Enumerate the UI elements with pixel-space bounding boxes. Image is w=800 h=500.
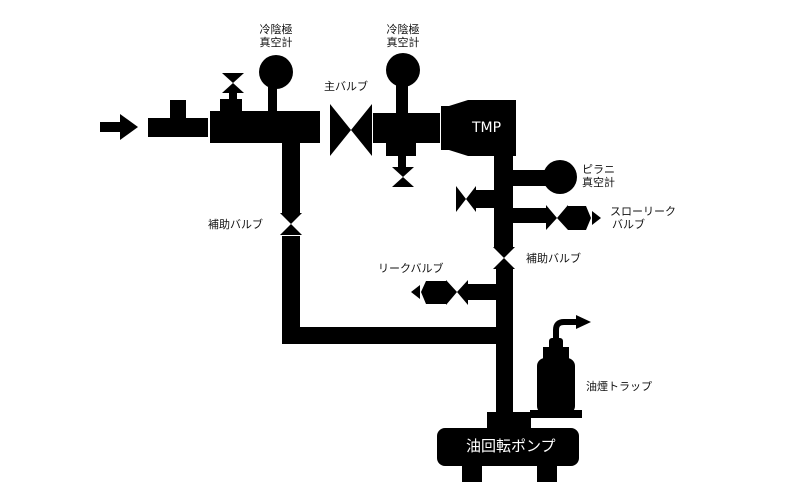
tmp-label: TMP xyxy=(472,120,502,136)
cold-cathode-gauge-2-icon xyxy=(386,53,420,87)
cold-cathode-gauge-2-label: 冷陰極 真空計 xyxy=(386,23,420,49)
oil-mist-trap-label: 油煙トラップ xyxy=(586,380,652,393)
pirani-gauge-label: ピラニ 真空計 xyxy=(582,163,615,189)
leak-valve-icon xyxy=(411,280,497,305)
aux-valve-right-label: 補助バルブ xyxy=(526,252,581,265)
main-valve-icon xyxy=(330,104,372,156)
cold-cathode-gauge-1-label: 冷陰極 真空計 xyxy=(259,23,293,49)
aux-valve-right-icon xyxy=(493,247,515,269)
pipe-block-mid xyxy=(373,85,440,167)
valve-left-tmp-pipe xyxy=(456,186,476,212)
vacuum-chamber-block xyxy=(210,85,320,143)
slow-leak-valve-icon xyxy=(546,205,601,230)
roughing-line xyxy=(282,141,502,344)
oil-mist-trap-icon xyxy=(537,315,591,414)
tmp-body xyxy=(441,100,516,156)
inlet-arrow xyxy=(100,114,138,140)
valve-below-gauge-2 xyxy=(392,167,414,187)
rotary-pump-body xyxy=(437,410,582,482)
cold-cathode-gauge-1-icon xyxy=(259,55,293,89)
slow-leak-valve-label: スローリーク バルブ xyxy=(610,205,676,231)
tmp-exhaust-pipe xyxy=(475,155,546,247)
pirani-gauge-icon xyxy=(543,160,577,194)
vent-valve-top xyxy=(222,73,244,101)
aux-valve-left-icon xyxy=(280,213,302,235)
rotary-pump-label: 油回転ポンプ xyxy=(466,437,556,455)
leak-valve-label: リークバルブ xyxy=(378,262,444,275)
pipe-to-pump xyxy=(496,268,513,418)
t-fitting xyxy=(148,100,208,137)
main-valve-label: 主バルブ xyxy=(324,80,368,93)
aux-valve-left-label: 補助バルブ xyxy=(208,218,263,231)
